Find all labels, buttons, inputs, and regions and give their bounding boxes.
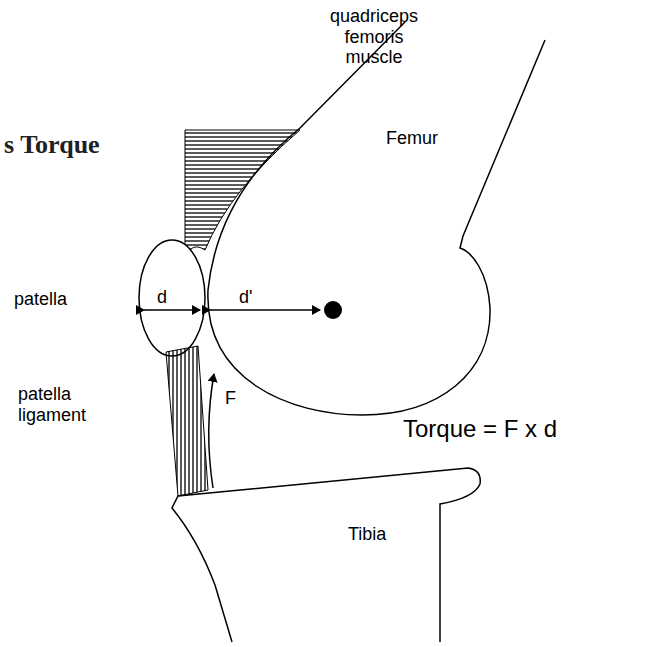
bone-label: Tibia [348,524,408,545]
bone-label: Femur [386,128,466,149]
force-arrow [209,374,214,488]
distance-d-prime-arrow [210,309,320,310]
partial-title: s Torque [4,130,100,160]
distance-d-arrow [144,309,200,310]
quadriceps-muscle [185,130,300,262]
femur-shaft-edge [300,122,306,128]
knee-axis-dot [324,301,342,319]
tibia-outline [172,468,480,642]
femur-outline [208,22,545,415]
patella-ligament [166,346,208,496]
force-label: F [224,388,237,409]
distance-label: d' [238,287,253,308]
distance-label: d [156,287,168,308]
ligament-label: patella ligament [18,384,108,425]
patella-bone [139,240,205,356]
formula-label: Torque = F x d [403,415,653,443]
muscle-label: quadriceps femoris muscle [318,6,430,68]
part-label: patella [14,289,94,310]
